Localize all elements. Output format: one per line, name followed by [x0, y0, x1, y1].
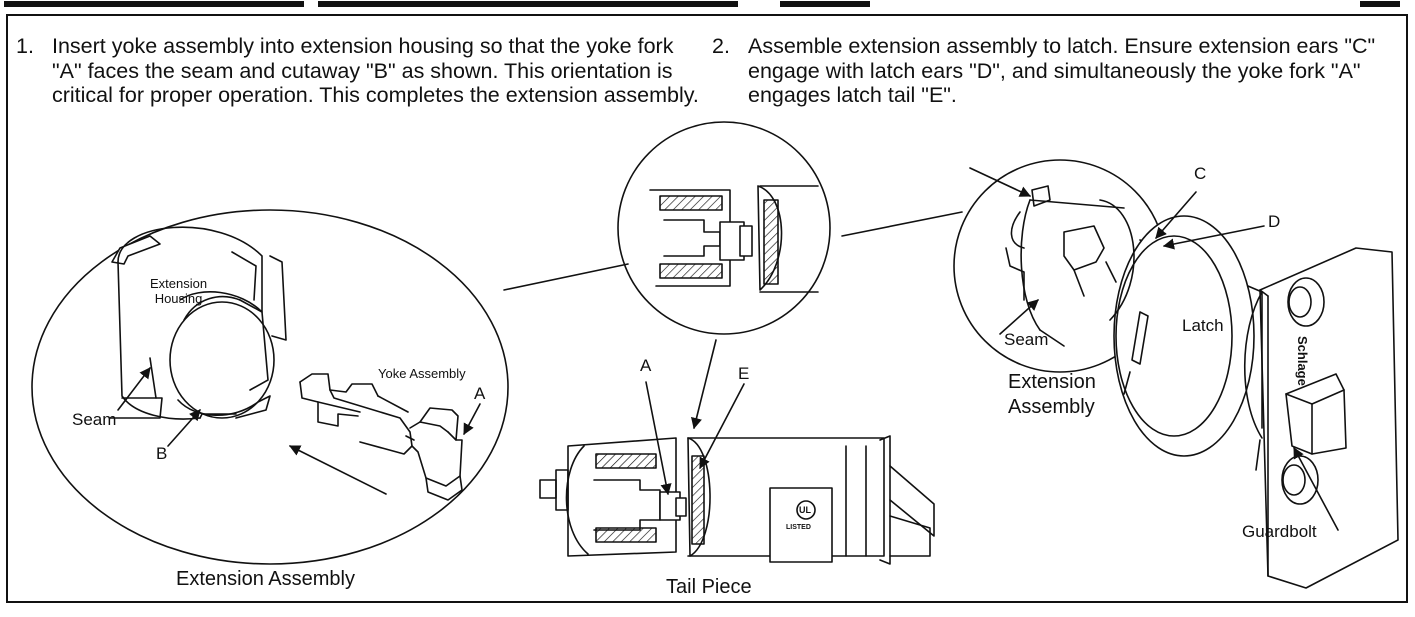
d-label: D: [1268, 212, 1281, 231]
yoke-assembly-label: Yoke Assembly: [378, 366, 466, 381]
a-left-label: A: [474, 384, 486, 403]
a-center-leader: [645, 381, 672, 496]
guardbolt-leader: [1293, 447, 1339, 531]
top-leader: [969, 167, 1032, 197]
step-2-number: 2.: [712, 34, 730, 58]
instruction-panel: [6, 14, 1408, 603]
seam-left-label: Seam: [72, 410, 117, 429]
step-1-number: 1.: [16, 34, 34, 58]
ul-mark: UL: [799, 505, 811, 515]
tail-piece-drawing: [539, 435, 935, 565]
yoke-assembly-drawing: [299, 373, 463, 501]
step-2: 2. Assemble extension assembly to latch.…: [712, 34, 1392, 134]
magnifier-connector-left: [503, 263, 629, 291]
seam-right-leader: [999, 299, 1039, 335]
b-label: B: [156, 444, 168, 463]
b-leader: [167, 409, 201, 447]
insert-direction-arrow: [288, 445, 387, 495]
extension-on-latch-drawing: [1005, 185, 1135, 347]
extension-housing-drawing: [109, 226, 287, 420]
magnified-detail: [649, 185, 819, 293]
exploded-view-circle: [31, 209, 509, 565]
seam-left-leader: [117, 367, 151, 411]
seam-right-label: Seam: [1004, 330, 1049, 349]
cropped-header-bar: [0, 0, 1415, 9]
magnifier-connector-right: [841, 211, 963, 237]
a-left-leader: [463, 403, 481, 435]
e-leader: [699, 383, 745, 469]
latch-plate-brand-stamp: Schlage: [1295, 336, 1310, 386]
e-label: E: [738, 364, 750, 383]
a-center-label: A: [640, 356, 652, 375]
listed-stamp: LISTED: [786, 524, 811, 531]
latch-drawing: [1113, 215, 1399, 589]
magnifier-down-arrow: [691, 339, 717, 430]
extension-assembly-left-label: Extension Assembly: [176, 568, 355, 590]
step-1-text: Insert yoke assembly into extension hous…: [52, 34, 699, 107]
guardbolt-label: Guardbolt: [1242, 522, 1317, 541]
extension-housing-label: Extension Housing: [150, 276, 208, 306]
c-leader: [1155, 191, 1197, 239]
latch-label: Latch: [1182, 316, 1224, 335]
step-2-text: Assemble extension assembly to latch. En…: [748, 34, 1376, 107]
tail-piece-label: Tail Piece: [666, 576, 752, 598]
step-1: 1. Insert yoke assembly into extension h…: [16, 34, 706, 134]
d-leader: [1162, 225, 1265, 250]
center-magnifier-circle: [617, 121, 831, 335]
extension-assembly-right-label: Extension Assembly: [1008, 371, 1096, 418]
c-label: C: [1194, 164, 1207, 183]
